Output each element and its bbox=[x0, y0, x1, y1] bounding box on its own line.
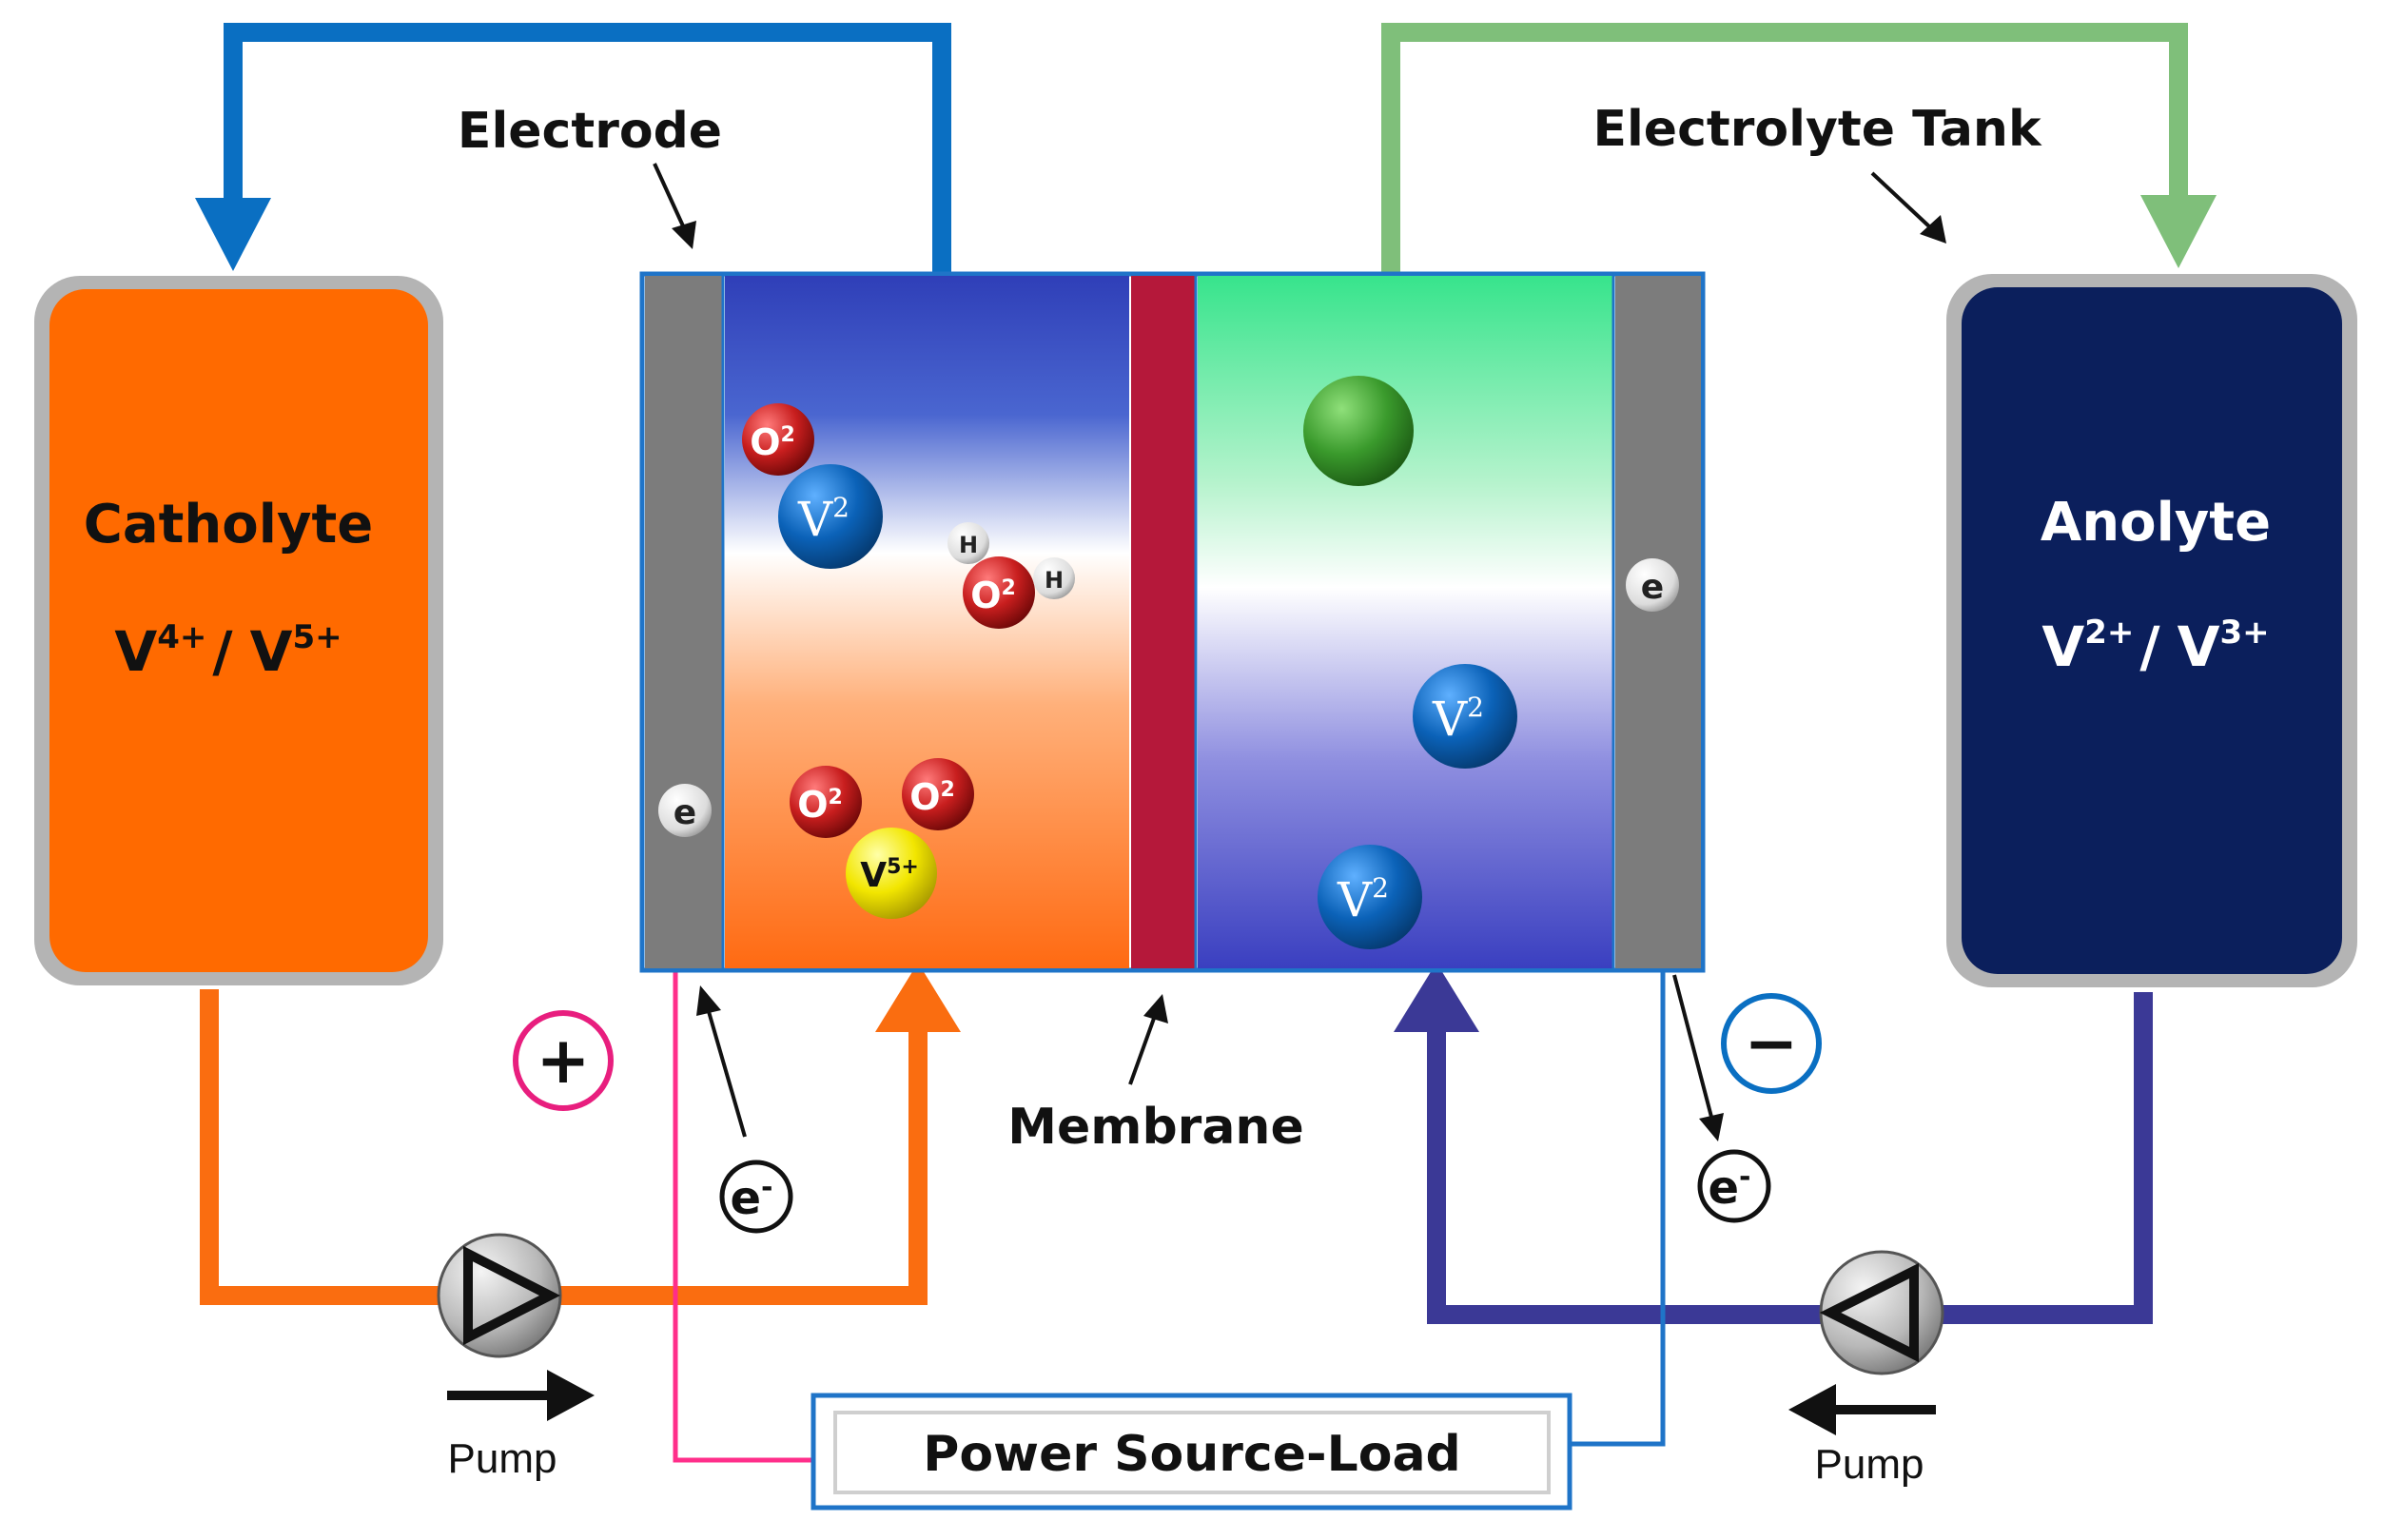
svg-text:e: e bbox=[1641, 568, 1664, 607]
oxygen-ion: O2 bbox=[742, 403, 814, 476]
vanadium-5-ion: V5+ bbox=[846, 828, 937, 919]
electron-particle: e bbox=[1626, 558, 1679, 612]
svg-text:H: H bbox=[959, 532, 978, 558]
vanadium-ion: V2 bbox=[1318, 845, 1422, 949]
anolyte-return-line bbox=[1381, 23, 2217, 274]
pump-label-left: Pump bbox=[448, 1435, 557, 1482]
oxygen-ion: O2 bbox=[963, 556, 1035, 629]
power-source-load-box: Power Source-Load bbox=[811, 1393, 1572, 1511]
svg-text:V2: V2 bbox=[797, 492, 850, 547]
pump-label-right: Pump bbox=[1815, 1441, 1924, 1488]
catholyte-supply-line bbox=[200, 963, 961, 1305]
svg-text:e: e bbox=[674, 793, 696, 832]
svg-text:e-: e- bbox=[1708, 1160, 1750, 1215]
svg-text:O2: O2 bbox=[797, 784, 843, 826]
electron-symbol-left: e- bbox=[719, 1160, 793, 1234]
power-source-load-label: Power Source-Load bbox=[923, 1426, 1461, 1483]
negative-terminal: − bbox=[1721, 993, 1822, 1094]
negative-wire bbox=[1570, 972, 1666, 1447]
negative-electrode bbox=[1615, 276, 1701, 968]
left-arrow-icon bbox=[1788, 1384, 1936, 1435]
positive-terminal: + bbox=[513, 1010, 614, 1111]
play-triangle-icon bbox=[463, 1245, 560, 1346]
electron-particle: e bbox=[658, 784, 712, 837]
minus-icon: − bbox=[1745, 1006, 1799, 1082]
catholyte-species: V4+/V5+ bbox=[114, 618, 342, 684]
vanadium-ion: V2 bbox=[1413, 664, 1517, 769]
hydrogen-atom: H bbox=[1033, 557, 1075, 599]
up-arrow-icon bbox=[1394, 963, 1479, 1032]
electron-flow-arrow-left bbox=[696, 985, 747, 1138]
electron-symbol-right: e- bbox=[1697, 1149, 1771, 1223]
anolyte-tank: Anolyte V2+/V3+ bbox=[1946, 274, 2357, 987]
svg-text:O2: O2 bbox=[750, 421, 795, 463]
down-arrow-icon bbox=[195, 198, 271, 271]
electrode-pointer-arrow bbox=[653, 163, 696, 249]
svg-text:V5+: V5+ bbox=[860, 855, 919, 895]
electrolyte-tank-label: Electrolyte Tank bbox=[1592, 101, 2041, 158]
membrane-pointer-arrow bbox=[1128, 994, 1168, 1085]
down-arrow-icon bbox=[2140, 195, 2217, 268]
svg-text:H: H bbox=[1045, 567, 1064, 594]
anolyte-supply-line bbox=[1394, 963, 2153, 1324]
svg-text:V2: V2 bbox=[1337, 872, 1389, 927]
reverse-triangle-icon bbox=[1819, 1262, 1919, 1363]
electrolyte-tank-pointer-arrow bbox=[1870, 171, 1946, 244]
svg-text:V2: V2 bbox=[1432, 692, 1484, 747]
up-arrow-icon bbox=[875, 963, 961, 1032]
svg-text:O2: O2 bbox=[909, 776, 955, 818]
oxygen-ion: O2 bbox=[790, 766, 862, 838]
oxygen-ion: O2 bbox=[902, 758, 974, 830]
catholyte-pump bbox=[437, 1233, 562, 1358]
hydrogen-atom: H bbox=[947, 522, 989, 564]
flow-cell bbox=[639, 271, 1706, 973]
positive-wire bbox=[673, 972, 813, 1463]
anolyte-pump bbox=[1819, 1250, 1944, 1375]
membrane-label: Membrane bbox=[1007, 1099, 1303, 1156]
green-particle bbox=[1303, 376, 1414, 486]
vanadium-ion: V2 bbox=[778, 464, 883, 569]
plus-icon: + bbox=[537, 1023, 591, 1099]
right-arrow-icon bbox=[447, 1370, 595, 1421]
catholyte-title: Catholyte bbox=[84, 494, 373, 556]
anolyte-title: Anolyte bbox=[2041, 492, 2271, 554]
anolyte-half-cell bbox=[1198, 276, 1613, 968]
electron-flow-arrow-right bbox=[1672, 974, 1724, 1141]
catholyte-tank: Catholyte V4+/V5+ bbox=[34, 276, 443, 985]
svg-text:e-: e- bbox=[730, 1171, 772, 1225]
membrane bbox=[1131, 276, 1196, 968]
positive-electrode bbox=[645, 276, 723, 968]
svg-text:O2: O2 bbox=[970, 575, 1016, 616]
electrode-label: Electrode bbox=[458, 103, 722, 160]
catholyte-return-line bbox=[195, 23, 951, 274]
anolyte-species: V2+/V3+ bbox=[2041, 614, 2269, 679]
